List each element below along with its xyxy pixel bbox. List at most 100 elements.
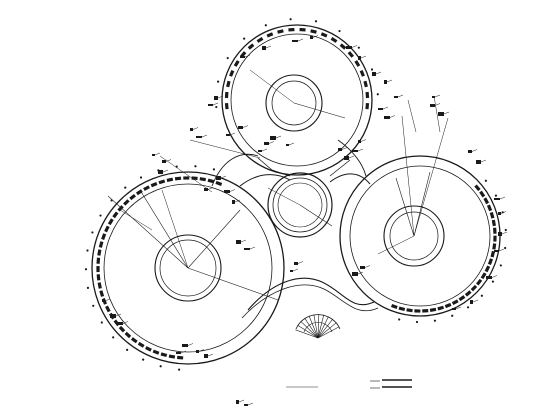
- column-block: [96, 266, 100, 273]
- fan-ray: [308, 315, 319, 339]
- column-block: [199, 177, 207, 182]
- fan-ray: [317, 326, 340, 339]
- annotation-leader: [382, 106, 389, 110]
- column-block: [493, 227, 497, 234]
- annotation-leader: [198, 349, 205, 352]
- column-block: [299, 27, 306, 32]
- annotation-leader: [364, 265, 371, 268]
- annotation-mark: [468, 150, 472, 153]
- annotation-mark: [358, 140, 361, 143]
- axis-marker: [243, 37, 246, 40]
- annotation-mark: [208, 104, 213, 106]
- axis-marker: [504, 246, 507, 250]
- fan-ray: [317, 314, 325, 339]
- fan-ray: [304, 317, 319, 339]
- axis-marker: [494, 194, 498, 197]
- annotation-mark: [498, 212, 501, 215]
- axis-marker: [194, 165, 197, 168]
- annotation-leader: [265, 45, 272, 49]
- column-block: [104, 225, 110, 233]
- annotation-leader: [249, 246, 256, 250]
- column-block: [152, 349, 160, 355]
- annotation-mark: [216, 176, 221, 180]
- top-circle: [215, 18, 379, 176]
- annotation-mark: [292, 40, 298, 42]
- axis-marker: [92, 304, 95, 307]
- annotation-leader: [234, 199, 241, 203]
- column-block: [365, 103, 370, 110]
- annotation-mark: [470, 300, 473, 304]
- axis-marker: [139, 176, 143, 179]
- right-circle: [339, 155, 507, 324]
- column-block: [99, 290, 105, 297]
- annotation-mark: [438, 112, 444, 116]
- annotation-mark: [384, 116, 390, 119]
- annotation-marks: [102, 35, 508, 406]
- axis-marker: [178, 368, 181, 371]
- column-block: [160, 352, 168, 358]
- annotation-mark: [118, 322, 123, 325]
- column-block: [226, 80, 231, 88]
- axis-marker: [159, 365, 162, 368]
- column-block: [247, 43, 255, 50]
- column-block: [320, 32, 328, 38]
- annotation-leader: [247, 402, 254, 406]
- annotation-leader: [240, 239, 247, 243]
- column-block: [458, 295, 466, 302]
- annotation-leader: [455, 306, 462, 310]
- axis-marker: [226, 56, 229, 60]
- annotation-leader: [212, 102, 219, 106]
- annotation-mark: [432, 96, 435, 98]
- annotation-leader: [498, 248, 505, 252]
- column-block: [310, 29, 317, 34]
- annotation-mark: [244, 248, 250, 250]
- fan-ray: [295, 329, 319, 339]
- axis-marker: [86, 286, 90, 289]
- column-block: [406, 308, 413, 313]
- axis-marker: [338, 29, 341, 33]
- axis-marker: [142, 358, 145, 361]
- annotation-mark: [240, 56, 245, 58]
- column-block: [365, 91, 370, 99]
- annotation-leader: [386, 79, 393, 83]
- annotation-leader: [165, 159, 172, 162]
- fan-ray: [297, 325, 319, 339]
- annotation-leader: [122, 321, 129, 324]
- annotation-leader: [297, 261, 304, 264]
- annotation-leader: [434, 103, 441, 106]
- column-block: [493, 235, 497, 242]
- annotation-mark: [232, 200, 235, 204]
- column-block: [207, 178, 215, 184]
- column-block: [166, 177, 174, 183]
- column-block: [174, 176, 182, 181]
- column-block: [492, 243, 497, 250]
- annotation-leader: [115, 313, 122, 317]
- fan-ray: [317, 322, 337, 339]
- fan-ray: [317, 316, 329, 339]
- axis-marker: [289, 18, 292, 21]
- column-block: [96, 257, 101, 264]
- axis-marker: [504, 228, 507, 232]
- annotation-leader: [104, 298, 111, 302]
- center-small-circle: [267, 172, 333, 238]
- annotation-mark: [378, 108, 383, 110]
- annotation-leader: [491, 275, 498, 278]
- connecting-walls: [211, 139, 379, 319]
- column-block: [101, 233, 107, 240]
- annotation-mark: [498, 232, 502, 236]
- annotation-leader: [229, 189, 236, 192]
- column-block: [145, 346, 152, 352]
- annotation-mark: [204, 188, 208, 191]
- annotation-mark: [486, 276, 492, 279]
- column-block: [256, 37, 264, 43]
- annotation-mark: [352, 150, 358, 152]
- annotation-leader: [499, 196, 506, 200]
- column-block: [339, 43, 347, 50]
- column-block: [363, 80, 368, 88]
- annotation-mark: [286, 144, 289, 146]
- annotation-leader: [341, 147, 348, 150]
- axis-marker: [415, 320, 419, 324]
- annotation-mark: [236, 240, 241, 244]
